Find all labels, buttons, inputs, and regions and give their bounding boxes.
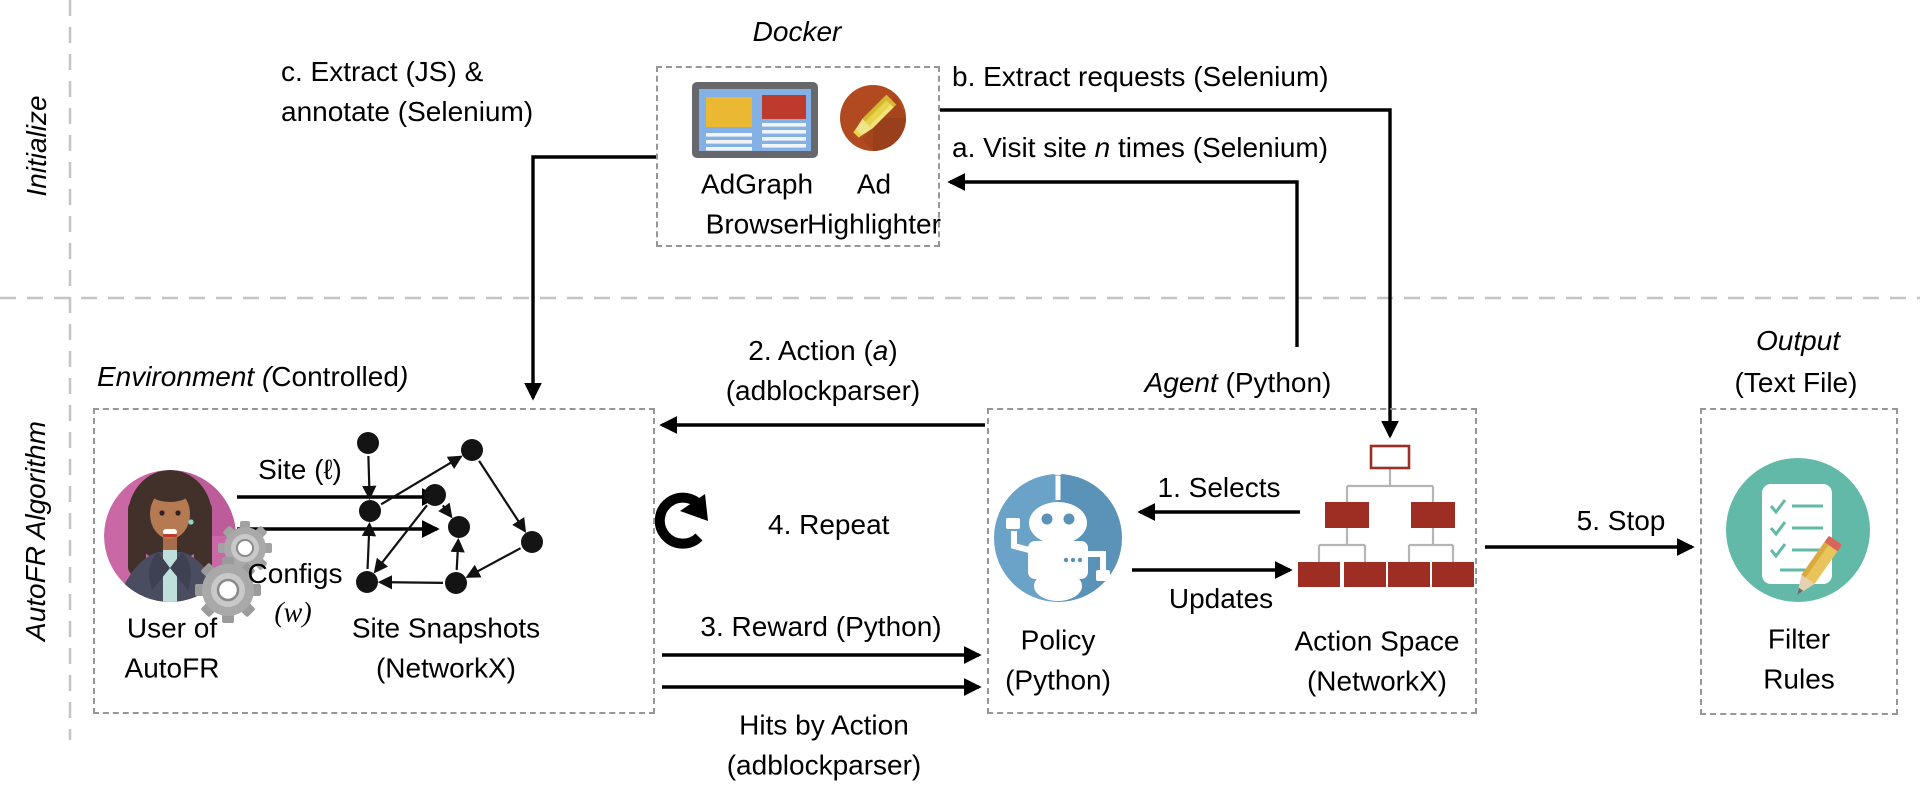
section-label-autofr-algorithm: AutoFR Algorithm xyxy=(20,421,52,641)
robot-policy-icon xyxy=(994,464,1122,602)
graph-node xyxy=(461,439,483,461)
step-a-label: a. Visit site n times (Selenium) xyxy=(952,132,1329,164)
graph-node xyxy=(424,484,446,506)
graph-edge xyxy=(361,521,377,570)
filter-rules-icon xyxy=(1726,458,1870,602)
policy-label: Policy (Python) xyxy=(1005,624,1111,695)
hits-by-action-label: Hits by Action (adblockparser) xyxy=(726,709,922,780)
output-box xyxy=(1700,408,1898,715)
step-c-label: c. Extract (JS) &annotate (Selenium) xyxy=(281,56,534,127)
user-avatar-icon xyxy=(104,470,272,623)
graph-edge xyxy=(478,460,527,533)
ad-highlighter-icon xyxy=(840,85,906,151)
section-label-initialize: Initialize xyxy=(21,95,53,197)
environment-box xyxy=(93,408,655,714)
step-4-repeat-label: 4. Repeat xyxy=(768,509,890,541)
step-3-reward-label: 3. Reward (Python) xyxy=(700,611,942,643)
filter-rules-label: Filter Rules xyxy=(1763,623,1835,694)
step-2-action-label: 2. Action (a) xyxy=(748,335,898,367)
graph-node xyxy=(448,516,470,538)
ad-highlighter-label: Ad Highlighter xyxy=(807,168,941,239)
graph-edge xyxy=(465,547,522,578)
step-b-label: b. Extract requests (Selenium) xyxy=(952,61,1329,93)
graph-edge xyxy=(450,537,465,571)
graph-edge xyxy=(377,575,444,590)
graph-edge xyxy=(380,455,463,506)
user-of-autofr-label: User of AutoFR xyxy=(124,612,220,683)
arrow-b-extract-requests xyxy=(940,108,1399,439)
configs-var-label: (w) xyxy=(274,597,312,629)
action-space-label: Action Space (NetworkX) xyxy=(1294,625,1460,696)
docker-box xyxy=(656,66,940,247)
graph-node xyxy=(356,571,378,593)
action-space-tree-icon xyxy=(1298,444,1474,587)
adgraph-browser-label: AdGraph Browser xyxy=(700,168,814,239)
graph-node xyxy=(445,572,467,594)
adgraph-browser-icon xyxy=(692,82,818,158)
environment-title: Environment (Controlled) xyxy=(97,361,409,393)
pencil-icon xyxy=(1797,536,1842,596)
step-5-stop-label: 5. Stop xyxy=(1576,505,1666,537)
configs-input-label: Configs xyxy=(247,558,343,590)
graph-node xyxy=(359,500,381,522)
graph-edge xyxy=(373,504,428,574)
gear-icon xyxy=(195,521,272,623)
step-2-action-sub-label: (adblockparser) xyxy=(725,375,921,407)
graph-edge xyxy=(438,502,453,519)
graph-node xyxy=(521,531,543,553)
arrow-c-extract-annotate xyxy=(524,155,656,401)
output-title: Output xyxy=(1755,325,1841,357)
agent-box xyxy=(987,408,1477,714)
repeat-icon xyxy=(654,492,708,549)
arrow-a-visit-site xyxy=(947,173,1299,347)
connectors xyxy=(237,108,1695,696)
agent-title: Agent (Python) xyxy=(1144,367,1332,399)
site-snapshots-label: Site Snapshots (NetworkX) xyxy=(351,612,541,683)
graph-edge xyxy=(362,455,377,501)
updates-label: Updates xyxy=(1168,583,1274,615)
tree-root-node xyxy=(1369,444,1411,470)
site-snapshots-graph xyxy=(356,432,543,594)
site-input-label: Site (ℓ) xyxy=(258,454,342,486)
step-1-selects-label: 1. Selects xyxy=(1157,472,1281,504)
docker-title: Docker xyxy=(752,16,842,48)
graph-node xyxy=(357,432,379,454)
output-subtitle: (Text File) xyxy=(1734,367,1858,399)
